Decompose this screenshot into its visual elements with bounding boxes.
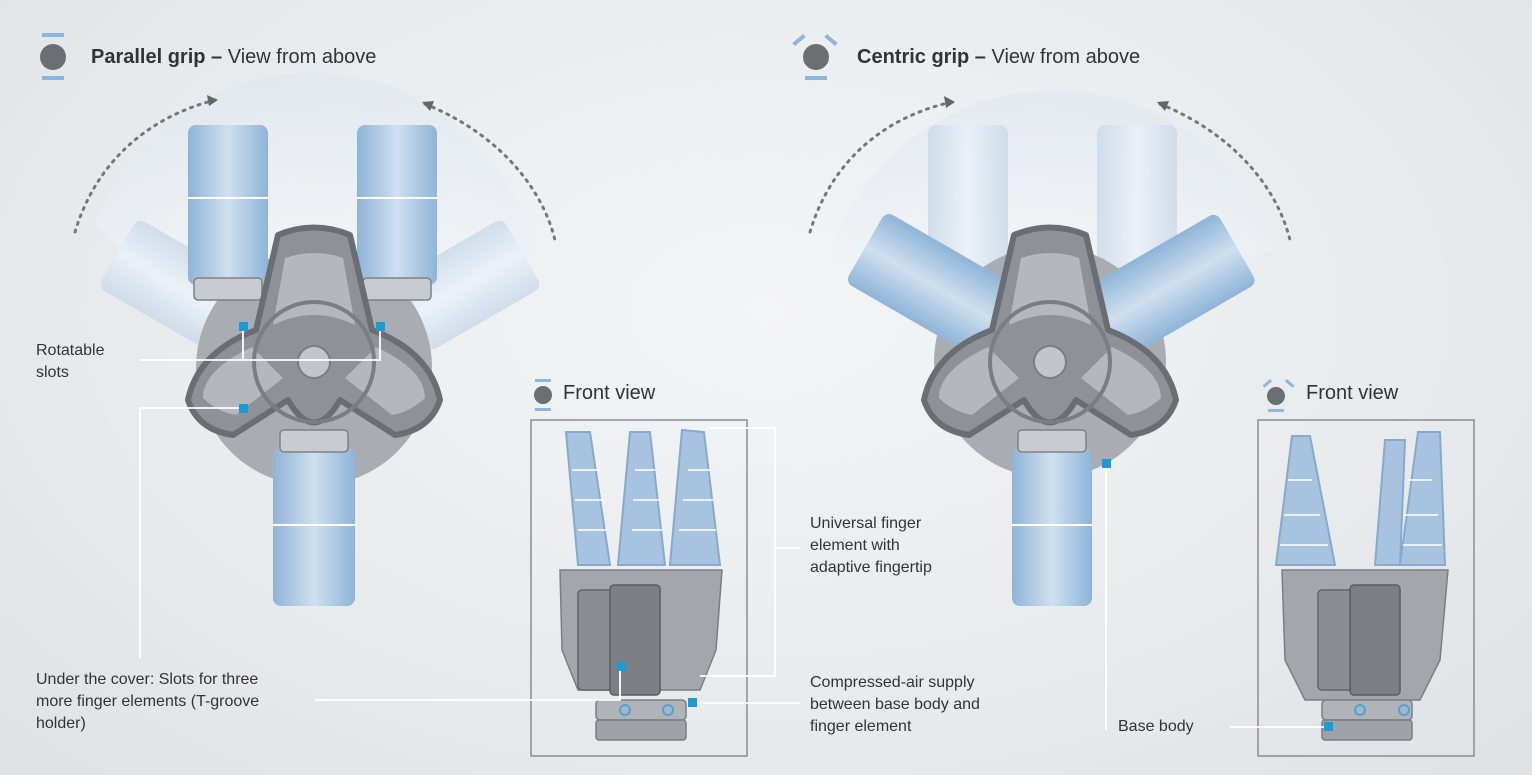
- centric-grip-title-bold: Centric grip –: [857, 46, 986, 68]
- parallel-front-view-icon: [534, 379, 552, 411]
- leader-lines: [139, 327, 1328, 730]
- under-cover-label: Under the cover: Slots for three more fi…: [36, 671, 260, 732]
- parallel-grip-top-view: [73, 73, 557, 606]
- centric-grip-top-view: [808, 90, 1292, 606]
- centric-front-view-gripper: [1274, 431, 1449, 741]
- parallel-grip-title-rest: View from above: [222, 46, 377, 68]
- callout-markers: [239, 322, 1333, 731]
- parallel-grip-icon: [40, 33, 66, 80]
- base-body-label: Base body: [1118, 718, 1194, 735]
- centric-grip-title-rest: View from above: [985, 46, 1141, 68]
- parallel-front-view-gripper: [559, 428, 723, 741]
- centric-front-view-label: Front view: [1306, 382, 1399, 404]
- compressed-air-label: Compressed-air supply between base body …: [810, 674, 980, 735]
- universal-finger-label: Universal finger element with adaptive f…: [810, 515, 932, 576]
- centric-front-view-frame: [1257, 419, 1475, 757]
- parallel-grip-title-bold: Parallel grip –: [91, 46, 223, 68]
- centric-grip-title: Centric grip – View from above: [857, 46, 1140, 69]
- centric-front-view-icon: [1262, 379, 1295, 412]
- parallel-front-view-label: Front view: [563, 382, 656, 404]
- parallel-grip-title: Parallel grip – View from above: [91, 46, 376, 69]
- rotatable-slots-label: Rotatable slots: [36, 342, 105, 381]
- centric-grip-icon: [792, 33, 838, 80]
- parallel-front-view-frame: [530, 419, 748, 757]
